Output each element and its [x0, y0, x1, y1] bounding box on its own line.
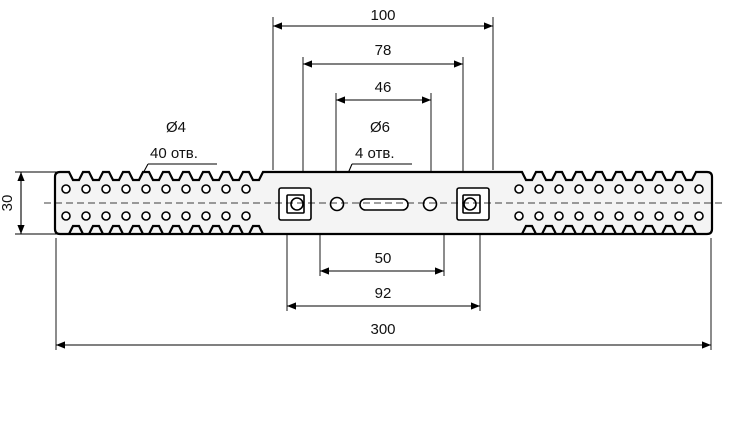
- small-hole: [61, 184, 71, 194]
- small-hole: [654, 211, 664, 221]
- small-hole: [81, 211, 91, 221]
- small-hole: [101, 184, 111, 194]
- small-hole: [594, 184, 604, 194]
- dim-label-30: 30: [0, 195, 16, 212]
- small-hole: [514, 211, 524, 221]
- small-hole: [674, 184, 684, 194]
- small-hole: [121, 184, 131, 194]
- dim-label-78: 78: [375, 42, 392, 59]
- small-hole: [161, 211, 171, 221]
- callout-labels: Ø4 40 отв. Ø6 4 отв.: [150, 119, 395, 162]
- small-hole: [181, 211, 191, 221]
- small-hole: [201, 184, 211, 194]
- small-hole: [614, 211, 624, 221]
- large-hole: [329, 196, 345, 212]
- extension-lines: [15, 17, 712, 350]
- large-holes-count-label: 4 отв.: [355, 145, 395, 162]
- small-hole: [694, 184, 704, 194]
- small-hole: [554, 184, 564, 194]
- small-hole: [534, 211, 544, 221]
- small-hole: [121, 211, 131, 221]
- dimension-lines: [17, 22, 711, 349]
- large-hole: [290, 197, 304, 211]
- small-hole: [634, 211, 644, 221]
- small-hole: [674, 211, 684, 221]
- small-holes-diameter-label: Ø4: [166, 119, 186, 136]
- small-holes-group: [61, 184, 704, 221]
- bracket-part: [53, 170, 714, 236]
- dim-label-100: 100: [370, 7, 395, 24]
- small-hole: [654, 184, 664, 194]
- small-holes-count-label: 40 отв.: [150, 145, 198, 162]
- small-hole: [201, 211, 211, 221]
- large-hole: [422, 196, 438, 212]
- dim-label-300: 300: [370, 321, 395, 338]
- small-hole: [574, 184, 584, 194]
- dim-label-46: 46: [375, 79, 392, 96]
- small-hole: [594, 211, 604, 221]
- small-hole: [181, 184, 191, 194]
- small-hole: [574, 211, 584, 221]
- small-hole: [634, 184, 644, 194]
- small-hole: [241, 184, 251, 194]
- small-hole: [101, 211, 111, 221]
- small-hole: [161, 184, 171, 194]
- large-hole: [463, 197, 477, 211]
- small-hole: [61, 211, 71, 221]
- large-holes-diameter-label: Ø6: [370, 119, 390, 136]
- small-hole: [514, 184, 524, 194]
- small-hole: [81, 184, 91, 194]
- small-hole: [614, 184, 624, 194]
- small-hole: [141, 211, 151, 221]
- center-slot: [359, 198, 409, 211]
- dim-label-50: 50: [375, 250, 392, 267]
- dim-label-92: 92: [375, 285, 392, 302]
- dimension-labels: 100 78 46 50 92 300 30: [0, 7, 396, 338]
- small-hole: [221, 184, 231, 194]
- small-hole: [241, 211, 251, 221]
- small-hole: [141, 184, 151, 194]
- small-hole: [694, 211, 704, 221]
- small-hole: [534, 184, 544, 194]
- small-hole: [554, 211, 564, 221]
- small-hole: [221, 211, 231, 221]
